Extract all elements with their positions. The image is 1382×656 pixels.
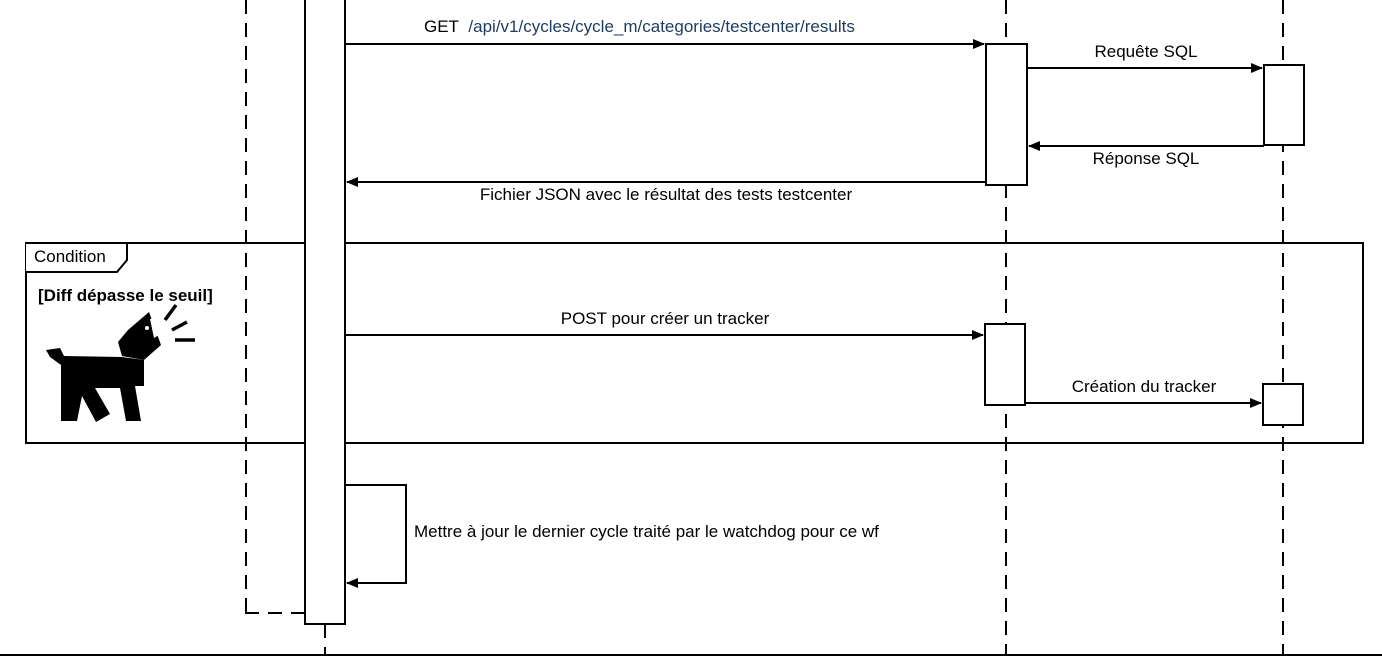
frame-label-box	[26, 242, 128, 273]
frame-guard: [Diff dépasse le seuil]	[38, 286, 213, 305]
lifelines	[245, 0, 1284, 656]
message-self-update: Mettre à jour le dernier cycle traité pa…	[345, 484, 879, 588]
barking-dog-icon	[46, 303, 195, 422]
message-sql-response-label: Réponse SQL	[1093, 149, 1200, 168]
message-get: GET /api/v1/cycles/cycle_m/categories/te…	[345, 17, 985, 49]
activations	[304, 0, 1305, 625]
message-get-method: GET	[424, 17, 459, 36]
message-json-response: Fichier JSON avec le résultat des tests …	[346, 177, 986, 204]
activation-watchdog	[304, 0, 346, 625]
message-post-tracker: POST pour créer un tracker	[345, 309, 984, 340]
condition-frame: Condition [Diff dépasse le seuil]	[25, 242, 1364, 444]
frame-label: Condition	[34, 247, 106, 266]
activation-api-1	[985, 43, 1028, 186]
message-sql-request: Requête SQL	[1027, 42, 1263, 73]
activation-db-1	[1263, 64, 1305, 146]
lifeline-left-end	[245, 612, 305, 614]
message-create-tracker: Création du tracker	[1025, 377, 1262, 408]
message-sql-response: Réponse SQL	[1028, 141, 1264, 168]
message-get-url: /api/v1/cycles/cycle_m/categories/testce…	[468, 17, 854, 36]
message-get-label: GET /api/v1/cycles/cycle_m/categories/te…	[424, 17, 855, 36]
activation-db-2	[1262, 383, 1304, 426]
activation-api-2	[984, 323, 1026, 406]
frame-border	[25, 242, 1364, 444]
message-sql-request-label: Requête SQL	[1094, 42, 1197, 61]
message-post-tracker-label: POST pour créer un tracker	[561, 309, 770, 328]
message-create-tracker-label: Création du tracker	[1072, 377, 1217, 396]
message-self-update-arrow	[345, 484, 407, 588]
message-self-update-label: Mettre à jour le dernier cycle traité pa…	[414, 522, 879, 541]
message-json-response-label: Fichier JSON avec le résultat des tests …	[480, 185, 853, 204]
